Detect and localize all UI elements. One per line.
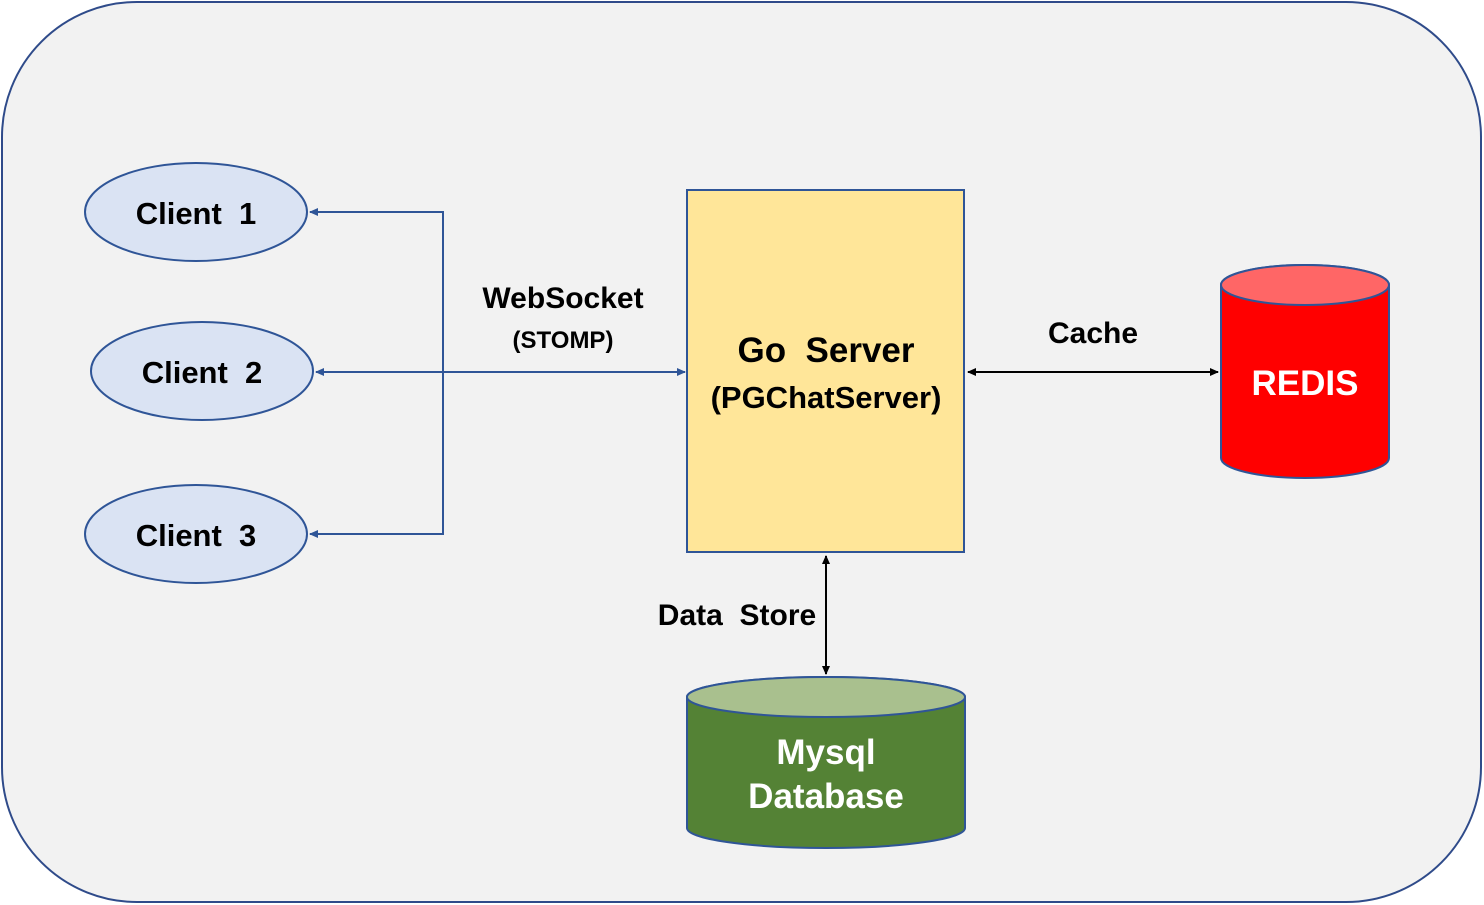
client-3-label: Client 3	[136, 518, 257, 553]
datastore-label: Data Store	[658, 599, 816, 632]
websocket-connectors	[309, 208, 686, 538]
mysql-label-line1: Mysql	[776, 733, 875, 772]
connector-client-1	[309, 208, 444, 372]
websocket-sublabel: (STOMP)	[513, 327, 614, 354]
mysql-cylinder: Mysql Database	[686, 676, 966, 849]
client-3-node: Client 3	[84, 484, 308, 584]
redis-cylinder: REDIS	[1220, 264, 1390, 479]
client-2-label: Client 2	[142, 355, 263, 390]
cache-label: Cache	[1048, 317, 1138, 350]
server-subtitle: (PGChatServer)	[711, 380, 942, 415]
connector-client-3	[309, 372, 444, 538]
websocket-label: WebSocket	[482, 282, 643, 315]
redis-label: REDIS	[1252, 364, 1359, 403]
client-2-node: Client 2	[90, 321, 314, 421]
server-title: Go Server	[737, 331, 914, 370]
go-server-node: Go Server (PGChatServer)	[686, 189, 965, 553]
client-1-node: Client 1	[84, 162, 308, 262]
mysql-label-line2: Database	[748, 777, 904, 816]
client-1-label: Client 1	[136, 196, 257, 231]
